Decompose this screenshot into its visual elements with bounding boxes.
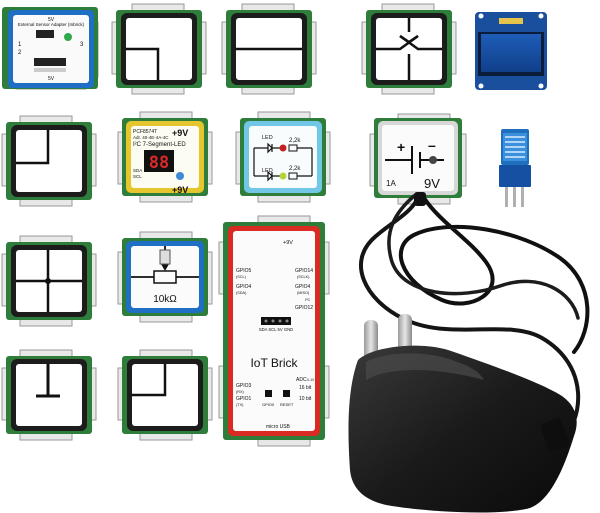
seg-chip: PCF8574T — [133, 129, 157, 135]
seg-title: I²C 7-Segment-LED — [133, 142, 186, 148]
iot-reset: RESET — [280, 402, 294, 407]
iot-gpio4-left-sub: (SDA) — [236, 291, 247, 295]
iot-gpio4-right-sub: (MISO) — [297, 291, 310, 295]
corner-wire-brick — [111, 3, 207, 95]
iot-gpio3-sub: (RX) — [236, 390, 245, 394]
seg-plus-top: +9V — [172, 128, 188, 138]
iot-brick: +9V GPIO5 (SCL) GPIO4 (SDA) GPIO14 (SCLK… — [218, 215, 330, 447]
potentiometer-value: 10kΩ — [153, 294, 177, 305]
seg-plus-bottom: +9V — [172, 185, 188, 195]
led-resistor-top: 2,2k — [289, 138, 301, 144]
led-resistor-bottom: 2,2k — [289, 166, 301, 172]
l-wire-brick — [1, 115, 97, 207]
ground-symbol-brick — [1, 349, 97, 441]
battery-minus: – — [428, 137, 436, 153]
seven-segment-brick: PCF8574T Adr. 40-4E-4A-4C I²C 7-Segment-… — [117, 111, 213, 203]
sensor-top-voltage: 5V — [48, 17, 55, 23]
iot-gpio14-sub: (SCLK) — [297, 275, 310, 279]
iot-adc: ADC — [296, 377, 307, 383]
iot-gpio1-sub: (TX) — [236, 403, 244, 407]
iot-gpio1: GPIO1 — [236, 396, 252, 402]
battery-voltage: 9V — [424, 176, 440, 191]
battery-brick: + – 1A 9V — [369, 113, 467, 205]
potentiometer-brick: 10kΩ — [117, 231, 213, 323]
iot-gpio4-right: GPIO4 — [295, 284, 311, 290]
sensor-adapter-brick: External Sensor Adapter (Inbrick) 5V 5V … — [2, 7, 99, 90]
iot-gpio5: GPIO5 — [236, 268, 252, 274]
sensor-title: External Sensor Adapter (Inbrick) — [18, 22, 85, 27]
oled-display-module — [475, 12, 547, 90]
sensor-pin-1: 1 — [18, 42, 22, 48]
sensor-pin-2: 2 — [18, 50, 22, 56]
iot-gpio0: GPIO0 — [262, 402, 275, 407]
t-junction-brick — [1, 235, 97, 327]
battery-current: 1A — [386, 179, 396, 188]
dual-led-brick: LED LED 2,2k 2,2k — [235, 111, 331, 203]
iot-title: IoT Brick — [250, 356, 298, 370]
iot-gpio3: GPIO3 — [236, 383, 252, 389]
iot-9v: +9V — [283, 240, 293, 246]
iot-gpio4-left: GPIO4 — [236, 284, 252, 290]
humidity-sensor — [499, 129, 531, 207]
iot-gpio14: GPIO14 — [295, 268, 313, 274]
iot-16bit: 16 bit — [299, 385, 312, 391]
power-supply-adapter — [348, 192, 590, 513]
crossing-wire-brick — [361, 3, 457, 95]
sensor-bottom-voltage: 5V — [48, 76, 55, 82]
seg-scl: SCL — [133, 174, 142, 179]
iot-header: SDA SCL 5V GND — [259, 327, 293, 332]
iot-gpio5-sub: (SCL) — [236, 275, 247, 279]
seg-display: 88 — [149, 153, 169, 173]
iot-10bit: 10 bit — [299, 396, 312, 402]
led-bottom-label: LED — [262, 168, 273, 174]
iot-gpio12: GPIO12 — [295, 305, 313, 311]
seg-sda: SDA — [133, 168, 142, 173]
iot-i2c: I²C — [305, 297, 310, 302]
led-top-label: LED — [262, 135, 273, 141]
straight-wire-brick — [221, 3, 317, 95]
corner-wire-brick-2 — [117, 349, 213, 441]
iot-adc-sub: 0-1V — [307, 378, 315, 382]
battery-plus: + — [397, 139, 405, 155]
iot-usb: micro USB — [266, 424, 291, 430]
seg-address: Adr. 40-4E-4A-4C — [133, 135, 169, 140]
sensor-pin-3: 3 — [80, 42, 84, 48]
